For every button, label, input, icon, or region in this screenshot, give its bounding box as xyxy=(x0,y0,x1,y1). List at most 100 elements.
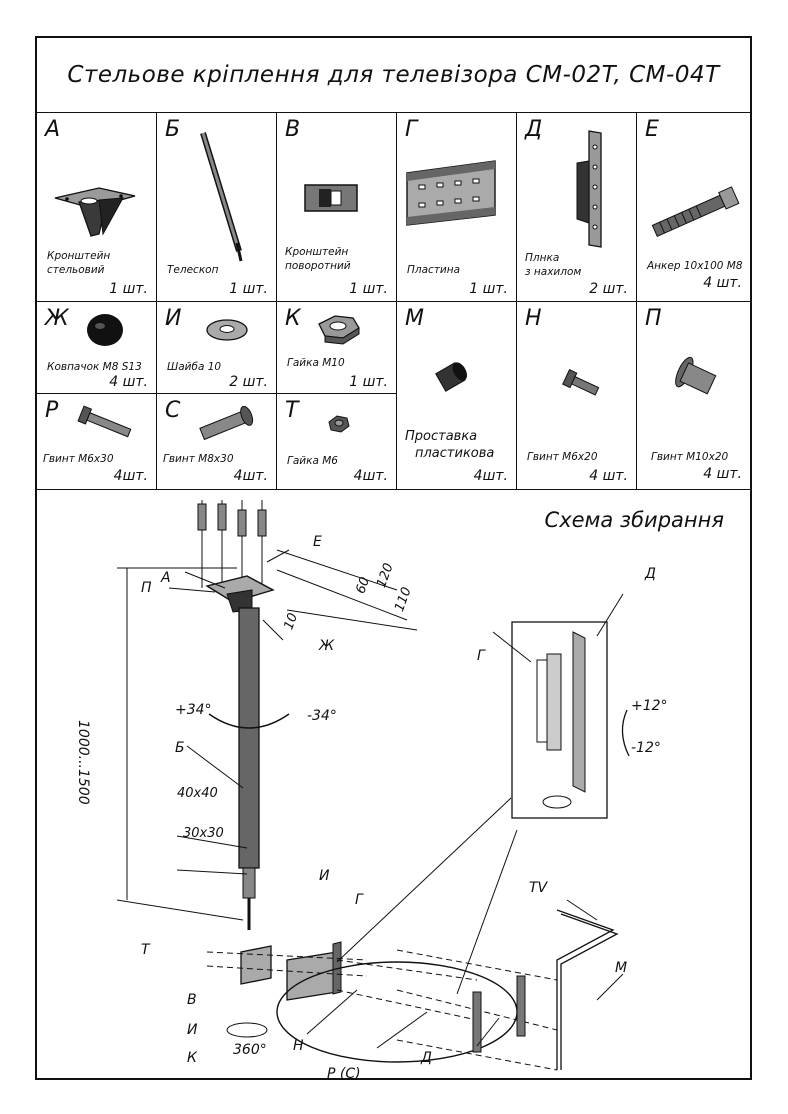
angle-tilt-down: -12° xyxy=(631,740,661,756)
label-tv: TV xyxy=(529,880,548,896)
part-quantity: 1 шт. xyxy=(109,281,148,297)
angle-left: +34° xyxy=(175,702,212,718)
document-title: Стельове кріплення для телевізора CM-02T… xyxy=(37,38,750,113)
part-cell-s: С Гвинт М8х30 4шт. xyxy=(157,394,277,490)
angle-right: -34° xyxy=(307,708,337,724)
part-name: Гвинт М10х20 xyxy=(651,451,729,463)
part-name-line: Проставка xyxy=(405,429,478,444)
telescope-image xyxy=(200,132,243,262)
part-name: Шайба 10 xyxy=(167,361,222,373)
part-letter: Д xyxy=(525,117,543,142)
part-letter: И xyxy=(165,306,182,331)
part-name-line: Кронштейн xyxy=(285,246,349,258)
part-cell-p: П Гвинт М10х20 4 шт. xyxy=(637,302,752,490)
part-name: Ковпачок М8 S13 xyxy=(47,361,142,373)
assembly-drawing xyxy=(116,500,630,1071)
part-letter: С xyxy=(165,398,181,423)
plate-image xyxy=(406,160,496,226)
part-name: Гвинт М8х30 xyxy=(163,453,234,465)
part-letter: А xyxy=(45,117,61,142)
part-cell-k: К Гайка М10 1 шт. xyxy=(277,302,397,394)
part-quantity: 4шт. xyxy=(353,468,388,484)
part-name-line: Плнка xyxy=(525,252,560,264)
part-letter: П xyxy=(645,306,662,331)
label-p: П xyxy=(141,580,152,596)
part-cell-g: Г Пластина 1 шт. xyxy=(397,113,517,302)
part-name: Кронштейн поворотний xyxy=(285,245,351,273)
label-d2: Д xyxy=(645,566,656,582)
angle-rotate: 360° xyxy=(233,1042,267,1058)
part-cell-n: Н Гвинт М6х20 4 шт. xyxy=(517,302,637,490)
label-a: А xyxy=(161,570,171,586)
part-name: Пластина xyxy=(407,264,461,276)
part-letter: Е xyxy=(645,117,659,142)
nut-image xyxy=(318,315,360,345)
part-quantity: 1 шт. xyxy=(349,281,388,297)
angle-tilt-up: +12° xyxy=(631,698,668,714)
nut-m6-image xyxy=(328,415,350,433)
label-d: Д xyxy=(421,1050,432,1066)
part-name-line: пластикова xyxy=(415,446,495,461)
part-quantity: 1 шт. xyxy=(229,281,268,297)
part-letter: Т xyxy=(285,398,299,423)
screw-m8x30-image xyxy=(199,405,254,441)
label-zh: Ж xyxy=(319,638,335,654)
part-cell-v: В Кронштейн поворотний 1 шт. xyxy=(277,113,397,302)
spacer-image xyxy=(435,362,468,392)
part-letter: М xyxy=(405,306,424,331)
part-cell-r: Р Гвинт М6х30 4шт. xyxy=(37,394,157,490)
part-name: Гайка М6 xyxy=(287,455,338,467)
label-e: Е xyxy=(313,534,322,550)
scheme-title: Схема збирання xyxy=(544,508,724,532)
anchor-image xyxy=(651,186,740,238)
part-quantity: 4 шт. xyxy=(109,374,148,390)
label-n: Н xyxy=(293,1038,304,1054)
part-quantity: 4 шт. xyxy=(703,275,742,291)
label-i2: И xyxy=(187,1022,198,1038)
screw-m6x20-image xyxy=(562,369,600,396)
label-g2: Г xyxy=(477,648,485,664)
part-quantity: 1 шт. xyxy=(349,374,388,390)
part-quantity: 4шт. xyxy=(113,468,148,484)
part-name-line: з нахилом xyxy=(525,266,582,278)
part-quantity: 1 шт. xyxy=(469,281,508,297)
part-cell-a: А Кронштейн стельовий 1 шт. xyxy=(37,113,157,302)
part-letter: В xyxy=(285,117,301,142)
part-name: Телескоп xyxy=(167,264,219,276)
part-quantity: 2 шт. xyxy=(589,281,628,297)
part-name: Гвинт М6х20 xyxy=(527,451,598,463)
ceiling-bracket-image xyxy=(54,187,136,237)
label-t: Т xyxy=(141,942,150,958)
part-letter: К xyxy=(285,306,301,331)
part-quantity: 4 шт. xyxy=(589,468,628,484)
label-k: К xyxy=(187,1050,197,1066)
label-b: Б xyxy=(175,740,185,756)
part-letter: Н xyxy=(525,306,542,331)
screw-m10x20-image xyxy=(675,356,717,395)
label-g: Г xyxy=(355,892,363,908)
assembly-sheet: Стельове кріплення для телевізора CM-02T… xyxy=(35,36,752,1082)
part-name: Гвинт М6х30 xyxy=(43,453,114,465)
label-m: М xyxy=(615,960,628,976)
part-letter: Г xyxy=(405,117,418,142)
part-quantity: 4 шт. xyxy=(703,466,742,482)
part-quantity: 4шт. xyxy=(473,468,508,484)
part-letter: Р xyxy=(45,398,59,423)
tilt-bar-image xyxy=(576,130,602,248)
screw-m6x30-image xyxy=(77,405,132,438)
part-name-line: поворотний xyxy=(285,260,351,272)
dimension-section-30: 30х30 xyxy=(183,826,224,841)
dimension-length: 1000...1500 xyxy=(75,720,91,805)
dimension-section-40: 40х40 xyxy=(177,786,218,801)
part-name: Анкер 10х100 М8 xyxy=(647,260,743,272)
part-cell-t: Т Гайка М6 4шт. xyxy=(277,394,397,490)
label-i: И xyxy=(319,868,330,884)
part-quantity: 4шт. xyxy=(233,468,268,484)
part-name-line: Кронштейн xyxy=(47,250,111,262)
label-r-c: Р (С) xyxy=(327,1066,361,1082)
part-letter: Б xyxy=(165,117,181,142)
part-name-line: стельовий xyxy=(47,264,105,276)
part-cell-d: Д Плнка з нахилом 2 шт. xyxy=(517,113,637,302)
assembly-scheme: Схема збирання xyxy=(37,490,750,1082)
label-v: В xyxy=(187,992,197,1008)
